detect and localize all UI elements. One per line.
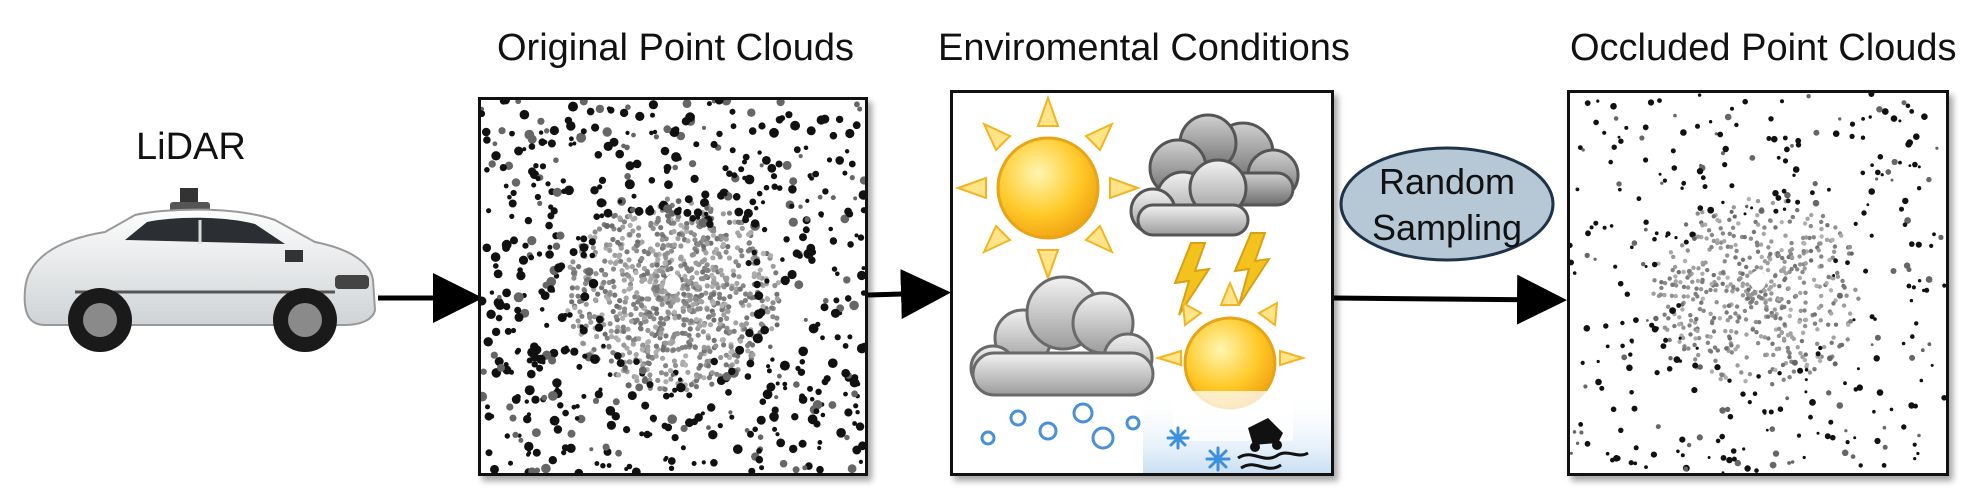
occluded-point-cloud xyxy=(1570,93,1946,473)
arrow-original-to-conditions xyxy=(867,269,951,320)
environmental-conditions-title: Enviromental Conditions xyxy=(938,27,1350,69)
random-sampling-line2: Sampling xyxy=(1371,207,1523,248)
arrow-conditions-to-occluded xyxy=(1333,274,1567,325)
occluded-point-clouds-title: Occluded Point Clouds xyxy=(1570,27,1957,69)
random-sampling-node: Random Sampling xyxy=(1338,145,1556,263)
original-point-clouds-title: Original Point Clouds xyxy=(497,27,854,69)
snowy-road-icon xyxy=(1143,280,1331,473)
environmental-conditions-panel xyxy=(950,90,1334,476)
sun-icon xyxy=(955,95,1141,281)
lidar-label: LiDAR xyxy=(136,126,246,168)
original-point-cloud-panel xyxy=(478,97,868,476)
hail-icon xyxy=(969,275,1155,450)
random-sampling-line1: Random xyxy=(1378,161,1516,202)
car-icon xyxy=(15,180,380,360)
original-point-cloud xyxy=(481,100,865,473)
thunderstorm-icon xyxy=(1129,113,1300,316)
occluded-point-cloud-panel xyxy=(1567,90,1949,476)
